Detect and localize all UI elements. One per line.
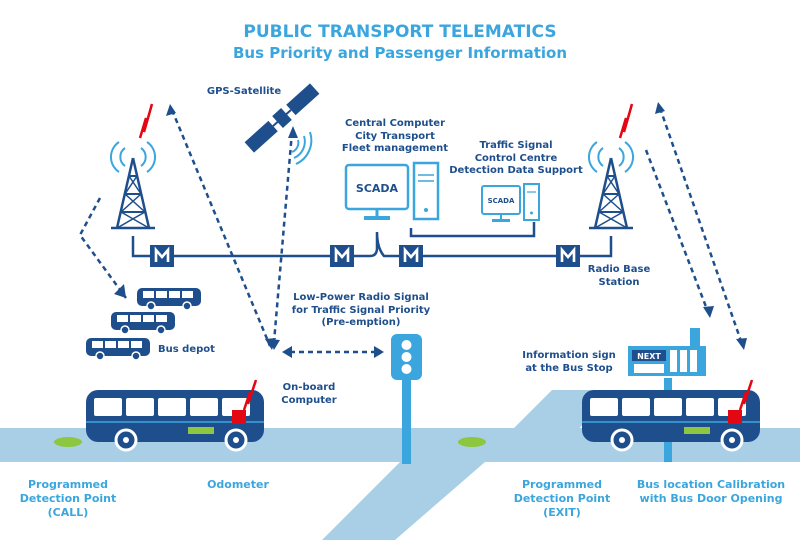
depot-bus-icon-1 bbox=[136, 287, 202, 311]
page-subtitle: Bus Priority and Passenger Information bbox=[232, 44, 568, 62]
central-screen-label: SCADA bbox=[356, 182, 399, 195]
traffic-control-screen-label: SCADA bbox=[488, 197, 515, 205]
info-sign-label: Information sign at the Bus Stop bbox=[522, 350, 616, 374]
satellite-signal-icon bbox=[291, 131, 313, 165]
traffic-light-icon bbox=[391, 334, 422, 464]
detection-exit-label: Programmed Detection Point (EXIT) bbox=[513, 478, 611, 519]
tower-right-red-signal-icon bbox=[618, 103, 634, 139]
traffic-control-label: Traffic Signal Control Centre Detection … bbox=[449, 140, 583, 176]
crossing-road bbox=[322, 390, 618, 540]
onboard-computer-red-box-right bbox=[728, 410, 742, 424]
satellite-icon bbox=[244, 83, 320, 153]
central-computer-label: Central Computer City Transport Fleet ma… bbox=[341, 118, 449, 154]
network-line bbox=[131, 222, 613, 258]
calibration-label: Bus location Calibration with Bus Door O… bbox=[636, 478, 786, 505]
gps-label: GPS-Satellite bbox=[206, 86, 282, 97]
modem-icon-1 bbox=[148, 243, 176, 269]
central-computer-icon bbox=[344, 161, 440, 221]
tower-left-red-signal-icon bbox=[138, 103, 154, 139]
radio-tower-left-icon bbox=[109, 140, 157, 230]
modem-icon-3 bbox=[397, 243, 425, 269]
modem-icon-2 bbox=[328, 243, 356, 269]
radio-base-label: Radio Base Station bbox=[587, 264, 651, 288]
modem-icon-4 bbox=[554, 243, 582, 269]
low-power-radio-label: Low-Power Radio Signal for Traffic Signa… bbox=[291, 292, 431, 328]
odometer-label: Odometer bbox=[207, 478, 269, 491]
depot-bus-icon-3 bbox=[85, 337, 151, 361]
arrowheads bbox=[114, 102, 747, 358]
page-title: PUBLIC TRANSPORT TELEMATICS bbox=[243, 22, 557, 42]
bus-depot-label: Bus depot bbox=[158, 344, 215, 355]
radio-tower-right-icon bbox=[587, 140, 635, 230]
detection-point-call bbox=[54, 437, 82, 447]
detection-point-exit bbox=[458, 437, 486, 447]
bus-left-antenna-icon bbox=[242, 379, 258, 411]
sign-next-text: NEXT bbox=[637, 352, 661, 361]
radio-links bbox=[78, 107, 744, 354]
onboard-computer-label: On-board Computer bbox=[281, 382, 337, 406]
onboard-computer-red-box-left bbox=[232, 410, 246, 424]
bus-right-antenna-icon bbox=[738, 379, 754, 411]
traffic-control-computer-icon bbox=[481, 183, 540, 222]
depot-bus-icon-2 bbox=[110, 311, 176, 335]
detection-call-label: Programmed Detection Point (CALL) bbox=[19, 478, 117, 519]
